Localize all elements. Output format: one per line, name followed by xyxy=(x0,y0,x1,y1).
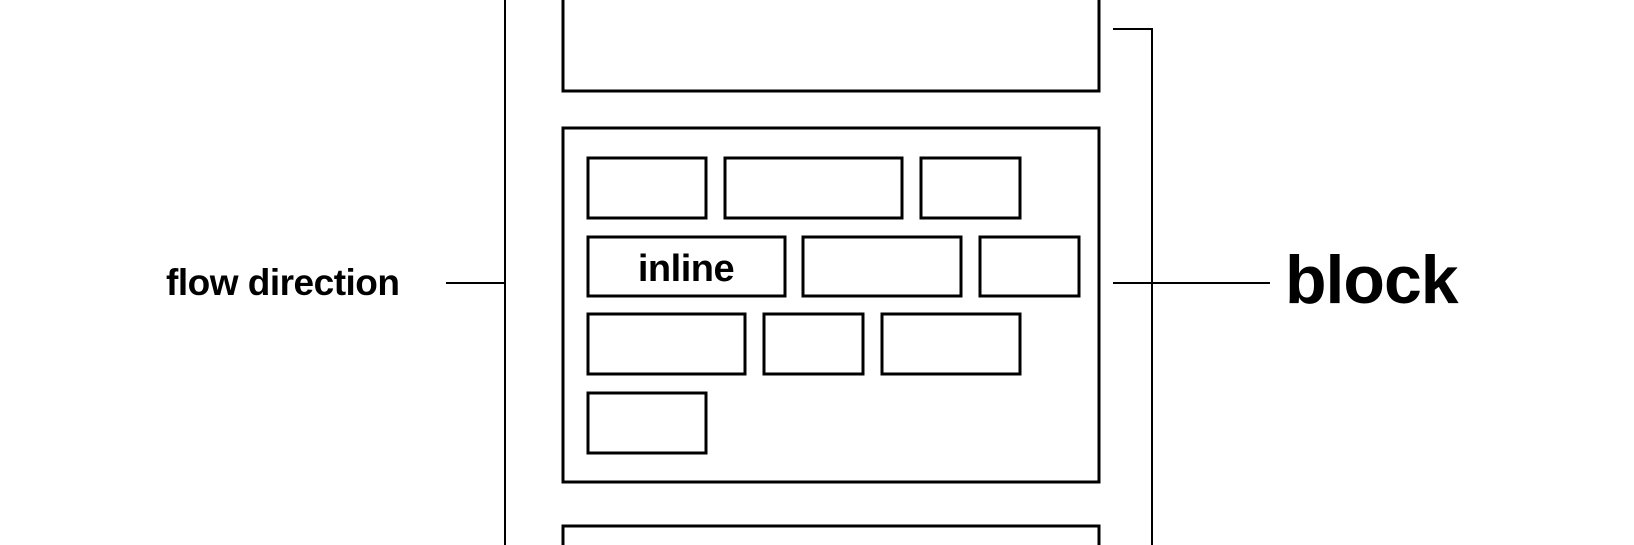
inline-box xyxy=(978,235,1081,298)
inline-box xyxy=(586,312,747,376)
block-box-bottom xyxy=(561,524,1101,545)
inline-box xyxy=(762,312,865,376)
inline-row-4 xyxy=(586,391,708,455)
block-box-top xyxy=(561,0,1101,93)
flow-direction-axis: flow direction xyxy=(166,0,506,545)
inline-box-labeled xyxy=(586,235,787,298)
inline-box xyxy=(801,235,963,298)
block-label: block xyxy=(1285,242,1459,318)
inline-label: inline xyxy=(638,248,734,290)
block-bracket: block xyxy=(1113,28,1460,545)
inline-box xyxy=(919,156,1022,220)
inline-row-2: inline xyxy=(586,235,1081,298)
inline-row-1 xyxy=(586,156,1022,220)
inline-box xyxy=(880,312,1022,376)
block-box-middle xyxy=(561,126,1101,484)
inline-box xyxy=(723,156,904,220)
flow-direction-label: flow direction xyxy=(166,262,400,303)
inline-box xyxy=(586,156,708,220)
inline-row-3 xyxy=(586,312,1022,376)
inline-box xyxy=(586,391,708,455)
